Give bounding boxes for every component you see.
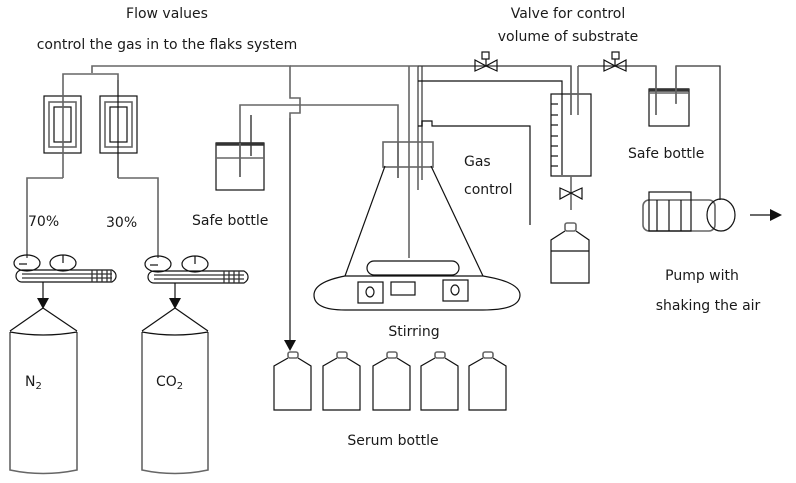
gas-control-line [418,120,531,225]
burette-icon [550,66,592,210]
cylinder-co2-formula: CO [156,374,177,390]
gas-manifold-lines [62,65,423,180]
erlenmeyer-flask-icon [344,66,484,277]
arrow-down-icon [284,340,296,351]
cylinder-n2-subscript: 2 [35,381,42,392]
needle-valve-icon [474,51,627,72]
title-line2: control the gas in to the flaks system [36,37,298,53]
percent-co2-label: 30% [106,215,138,231]
arrow-right-icon [750,209,782,221]
substrate-lines [418,65,721,200]
stirring-label: Stirring [388,324,440,340]
collection-bottle-icon [550,222,590,284]
serum-bottle-icon [420,351,459,411]
cylinder-co2-subscript: 2 [176,381,184,392]
safe-bottle-right-label: Safe bottle [628,146,705,162]
arrow-down-icon [37,282,181,309]
serum-bottle-icon [273,351,312,411]
cylinder-co2-label: CO2 [156,374,183,395]
valve-label-line1: Valve for control [510,6,626,22]
serum-bottles [273,351,507,411]
valve-label-line2: volume of substrate [497,29,639,45]
percent-n2-label: 70% [28,214,60,230]
serum-bottle-icon [468,351,507,411]
gas-control-line2: control [464,182,513,198]
serum-bottle-icon [322,351,361,411]
pressure-regulator-icon [13,254,249,284]
serum-bottle-label: Serum bottle [347,433,439,449]
magnetic-stirrer-icon [313,260,521,311]
title-line1: Flow values [126,6,208,22]
pump-label-line2: shaking the air [655,298,761,314]
flow-meter-icon [43,80,138,178]
serum-bottle-icon [372,351,411,411]
pump-label-line1: Pump with [665,268,739,284]
safe-bottle-right-icon [648,66,690,127]
gas-cylinder-icon [9,307,209,475]
vacuum-pump-icon [642,191,736,232]
cylinder-n2-formula: N [25,374,36,390]
safe-bottle-left-label: Safe bottle [192,213,269,229]
safe-bottle-left-icon [215,104,399,191]
gas-control-line1: Gas [464,154,491,170]
cylinder-n2-label: N2 [25,374,42,395]
